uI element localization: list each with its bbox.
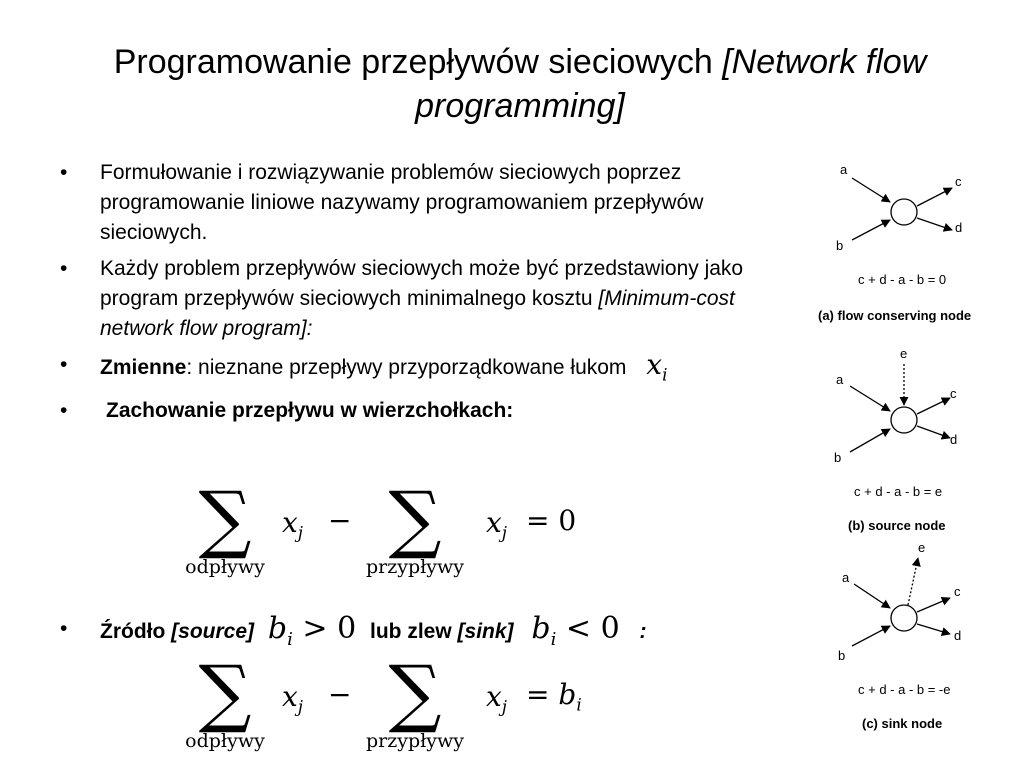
caption-a: (a) flow conserving node [818, 308, 971, 323]
sigma-symbol: ∑ [388, 650, 442, 736]
node-circle [890, 604, 918, 632]
diagram-sink-node: e a b c d c + d - a - b = -e (c) sink no… [838, 540, 961, 731]
arc-d [916, 217, 953, 232]
label-e: e [918, 540, 925, 555]
label-d: d [950, 432, 957, 447]
arc-a [849, 385, 891, 412]
label-b: b [836, 238, 843, 253]
title-italic: [Network flow programming] [415, 43, 927, 125]
sum-outflows: ∑ odpływy [170, 482, 280, 578]
arc-a [851, 177, 891, 203]
term-xj-2: xj [486, 680, 508, 717]
equals-bi: = bi [526, 678, 582, 715]
inflows-label: przypływy [365, 556, 465, 578]
arc-d [916, 623, 951, 636]
bullet-2-text: Każdy problem przepływów sieciowych może… [100, 257, 744, 310]
bullet-item-1: • Formułowanie i rozwiązywanie problemów… [60, 158, 780, 248]
sum-outflows: ∑ odpływy [170, 656, 280, 752]
source-italic: [source] [171, 620, 255, 643]
bullet-list: • Formułowanie i rozwiązywanie problemów… [60, 158, 780, 432]
arc-c [916, 187, 953, 207]
label-a: a [836, 372, 844, 387]
bullet-dot: • [60, 257, 68, 280]
source-label: Źródło [100, 620, 172, 643]
sink-italic: [sink] [457, 620, 514, 643]
caption-c: (c) sink node [862, 716, 942, 731]
arc-d [916, 425, 951, 440]
variable-x-i: xi [646, 348, 667, 385]
bullet-3-text: : nieznane przepływy przyporządkowane łu… [186, 356, 627, 379]
sum-inflows: ∑ przypływy [350, 482, 480, 578]
label-c: c [950, 386, 957, 401]
outflows-label: odpływy [185, 556, 265, 578]
bullet-2-italic: [Minimum-cost network flow program]: [100, 287, 735, 340]
arc-c [916, 397, 951, 415]
node-diagrams: a b c d c + d - a - b = 0 (a) flow conse… [818, 162, 971, 731]
sigma-symbol: ∑ [198, 476, 252, 562]
sum-inflows: ∑ przypływy [350, 656, 480, 752]
minus-sign: − [328, 678, 352, 711]
label-a: a [842, 570, 850, 585]
sink-label: lub zlew [370, 620, 458, 643]
title-main: Programowanie przepływów sieciowych [113, 43, 723, 81]
bullet-dot: • [60, 617, 68, 640]
label-e: e [900, 346, 907, 361]
label-b: b [834, 450, 841, 465]
equation-a: c + d - a - b = 0 [858, 272, 946, 287]
sigma-symbol: ∑ [388, 476, 442, 562]
label-a: a [840, 162, 848, 177]
term-xj-2: xj [486, 506, 508, 543]
var-sub-i: i [662, 364, 668, 385]
source-condition: bi > 0 [267, 611, 357, 651]
arc-b [851, 625, 891, 647]
var-x: x [646, 348, 663, 381]
bullet-dot: • [60, 353, 68, 376]
sink-condition: bi < 0 [531, 611, 620, 651]
label-d: d [954, 628, 961, 643]
bullet-1-text: Formułowanie i rozwiązywanie problemów s… [100, 161, 704, 244]
arc-c [916, 597, 951, 613]
label-c: c [954, 584, 961, 599]
node-circle [890, 198, 918, 226]
inflows-label: przypływy [365, 730, 465, 752]
arc-b [849, 428, 891, 453]
bullet-item-2: • Każdy problem przepływów sieciowych mo… [60, 254, 780, 344]
bullet-4-bold: Zachowanie przepływu w wierzchołkach: [106, 398, 514, 422]
arc-e [907, 557, 921, 606]
bullet-list-2: • Źródło [source] bi > 0 lub zlew [sink]… [60, 614, 780, 661]
diagram-source-node: e a b c d c + d - a - b = e (b) source n… [834, 346, 957, 533]
diagram-flow-conserving: a b c d c + d - a - b = 0 (a) flow conse… [818, 162, 971, 323]
bullet-3-bold: Zmienne [100, 356, 187, 379]
label-b: b [838, 648, 845, 663]
equation-b: c + d - a - b = e [854, 484, 942, 499]
label-d: d [955, 220, 962, 235]
equation-c: c + d - a - b = -e [858, 682, 951, 697]
term-xj-1: xj [282, 506, 304, 543]
bullet-dot: • [60, 161, 68, 184]
equals-zero: = 0 [526, 504, 577, 537]
conservation-formula: ∑ odpływy xj − ∑ przypływy xj = 0 [170, 482, 610, 592]
bullet-item-3: • Zmienne: nieznane przepływy przyporząd… [60, 350, 780, 390]
colon: : [639, 620, 647, 643]
outflows-label: odpływy [185, 730, 265, 752]
sigma-symbol: ∑ [198, 650, 252, 736]
bullet-item-5: • Źródło [source] bi > 0 lub zlew [sink]… [60, 614, 780, 655]
arc-b [851, 219, 891, 241]
minus-sign: − [328, 504, 352, 537]
label-c: c [955, 174, 962, 189]
bullet-item-4: • Zachowanie przepływu w wierzchołkach: [60, 396, 780, 426]
supply-formula: ∑ odpływy xj − ∑ przypływy xj = bi [170, 656, 610, 766]
slide-title: Programowanie przepływów sieciowych [Net… [60, 40, 980, 128]
term-xj-1: xj [282, 680, 304, 717]
node-circle [890, 406, 918, 434]
caption-b: (b) source node [848, 518, 946, 533]
arc-a [853, 583, 891, 609]
bullet-dot: • [60, 398, 68, 422]
